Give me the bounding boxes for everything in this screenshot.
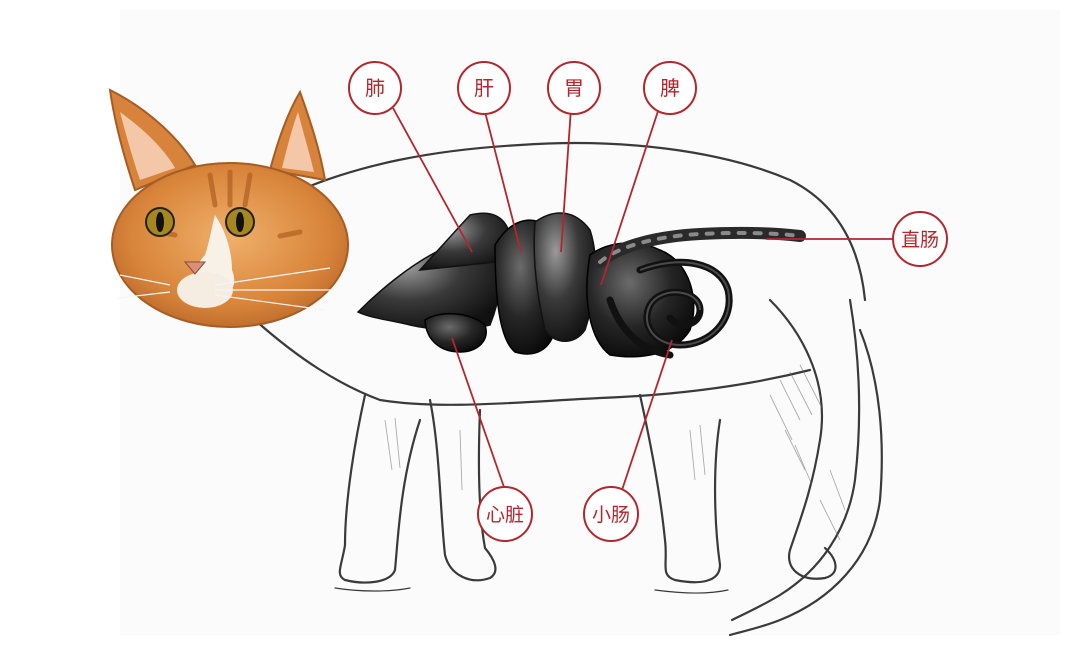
label-heart: 心脏: [477, 486, 533, 542]
label-stomach: 胃: [547, 61, 601, 115]
stomach-shape: [533, 212, 597, 342]
label-rectum: 直肠: [892, 211, 948, 267]
label-stomach-text: 胃: [564, 76, 584, 100]
label-spleen: 脾: [643, 61, 697, 115]
label-lung: 肺: [348, 61, 402, 115]
organs: [356, 212, 806, 359]
label-heart-text: 心脏: [486, 504, 524, 526]
fur-hatching: [384, 364, 846, 541]
heart-shape: [424, 312, 487, 353]
cat-face-photo: [108, 88, 349, 328]
label-rectum-text: 直肠: [901, 229, 939, 251]
label-spleen-text: 脾: [660, 76, 680, 100]
label-liver-text: 肝: [474, 76, 494, 100]
label-lung-text: 肺: [365, 76, 385, 100]
label-liver: 肝: [457, 61, 511, 115]
label-small-intestine-text: 小肠: [592, 504, 630, 526]
label-small-intestine: 小肠: [583, 486, 639, 542]
leader-lines: [392, 107, 893, 491]
